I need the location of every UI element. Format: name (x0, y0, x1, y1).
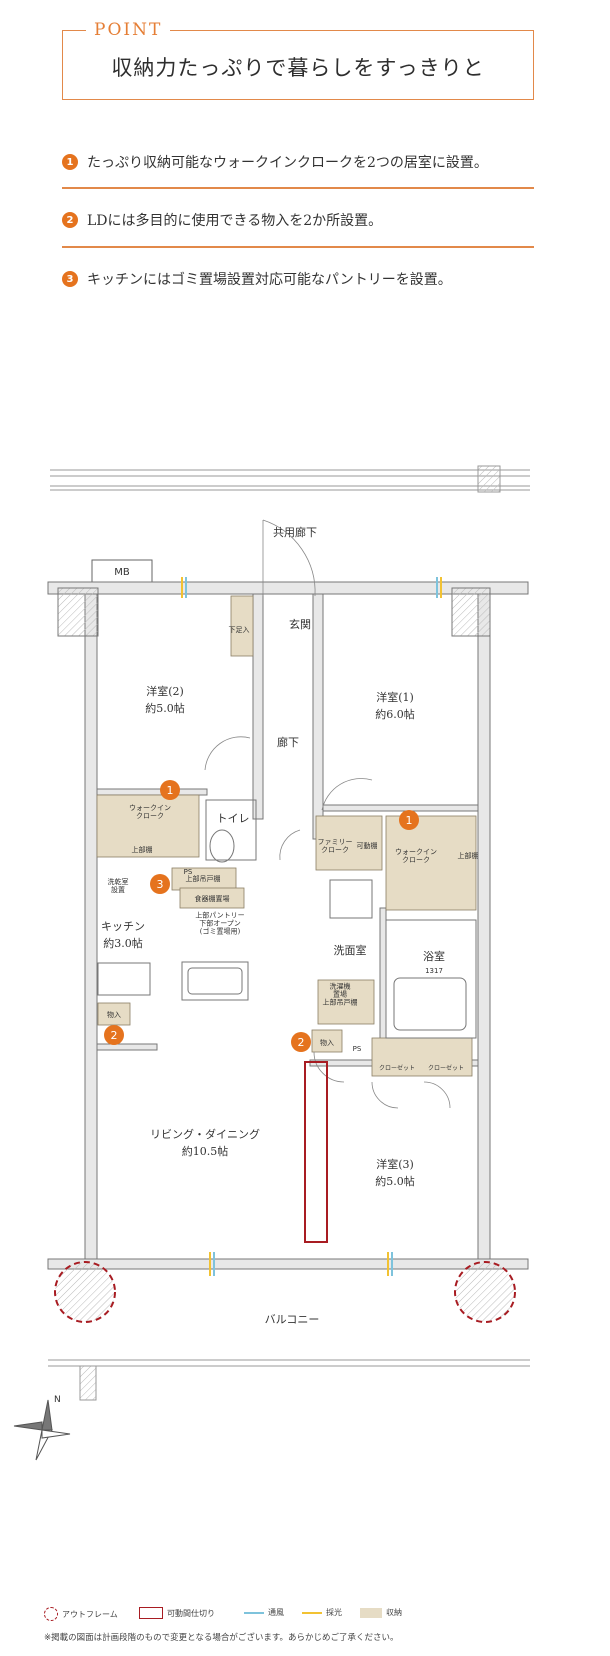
living-size: 約10.5帖 (182, 1144, 229, 1158)
doors (204, 519, 451, 1109)
corridor-label: 共用廊下 (273, 525, 317, 539)
balcony-label: バルコニー (265, 1313, 320, 1326)
point-title: 収納力たっぷりで暮らしをすっきりと (111, 56, 485, 80)
room3-size: 約5.0帖 (375, 1174, 415, 1188)
legend: アウトフレーム 可動間仕切り 通風 採光 収納 (44, 1607, 584, 1623)
divider-2 (62, 246, 534, 248)
point-text-2: LDには多目的に使用できる物入を2か所設置。 (87, 213, 383, 229)
disclaimer-note: ※掲載の図面は計画段階のもので変更となる場合がございます。あらかじめご了承くださ… (44, 1633, 399, 1643)
dishwasher-label: 洗乾室設置 (108, 877, 129, 894)
movable-partition (304, 1061, 328, 1243)
legend-light-label: 採光 (326, 1608, 342, 1617)
hallway-label: 廊下 (277, 735, 299, 749)
legend-movable-label: 可動間仕切り (167, 1608, 215, 1618)
pantry-label: 上部パントリー下部オープン(ゴミ置場用) (195, 910, 244, 935)
closet-label-2: クローゼット (428, 1064, 464, 1072)
room1-name: 洋室(1) (376, 690, 414, 704)
kitchen-name: キッチン (101, 920, 145, 933)
storage-kitchen-label: 物入 (107, 1010, 121, 1019)
point-item-1: 1 たっぷり収納可能なウォークインクロークを2つの居室に設置。 (62, 152, 534, 172)
point-number-2: 2 (62, 212, 78, 228)
point-item-2: 2 LDには多目的に使用できる物入を2か所設置。 (62, 210, 534, 230)
marker-1-left: 1 (167, 784, 174, 797)
compass-icon: N (13, 1395, 71, 1461)
marker-2-wash: 2 (298, 1036, 305, 1049)
outframe-swatch (44, 1607, 58, 1621)
marker-2-kitchen: 2 (111, 1029, 118, 1042)
movable-shelf-label: 可動棚 (357, 841, 378, 850)
washroom-label: 洗面室 (334, 943, 367, 957)
ventilation-swatch (244, 1611, 264, 1614)
upper-shelf-left: 上部棚 (132, 845, 153, 854)
marker-1-right: 1 (406, 814, 413, 827)
outframe-markers (54, 1261, 516, 1323)
legend-movable: 可動間仕切り (139, 1607, 215, 1619)
entrance-label: 玄関 (289, 617, 311, 631)
bath-size: 1317 (425, 967, 443, 975)
room2-size: 約5.0帖 (145, 701, 185, 715)
marker-3: 3 (157, 878, 164, 891)
legend-outframe-label: アウトフレーム (62, 1609, 118, 1619)
wic-left-label: ウォークインクローク (129, 804, 171, 820)
ps-label-lower: PS (353, 1045, 362, 1053)
legend-ventilation-label: 通風 (268, 1608, 284, 1617)
room2-name: 洋室(2) (146, 684, 184, 698)
closet-label-1: クローゼット (379, 1064, 415, 1072)
legend-outframe: アウトフレーム (44, 1607, 118, 1621)
room1-size: 約6.0帖 (375, 707, 415, 721)
washer-label: 洗濯機置場上部吊戸棚 (323, 981, 358, 1006)
storage-swatch (360, 1607, 382, 1618)
legend-storage-label: 収納 (386, 1608, 402, 1617)
legend-ventilation: 通風 (244, 1607, 284, 1618)
movable-swatch (139, 1607, 163, 1619)
toilet-label: トイレ (217, 812, 250, 825)
storage-wash-label: 物入 (320, 1038, 334, 1047)
point-item-3: 3 キッチンにはゴミ置場設置対応可能なパントリーを設置。 (62, 269, 534, 289)
point-text-1: たっぷり収納可能なウォークインクロークを2つの居室に設置。 (87, 155, 488, 171)
living-name: リビング・ダイニング (150, 1127, 260, 1141)
mb-label: MB (114, 567, 130, 578)
point-number-1: 1 (62, 154, 78, 170)
floor-plan: 共用廊下 MB (13, 465, 530, 1461)
corridor-rails (50, 465, 530, 493)
upper-shelf-right: 上部棚 (458, 851, 479, 860)
balcony-rails (48, 1359, 530, 1401)
light-swatch (302, 1611, 322, 1614)
point-frame (62, 30, 534, 100)
legend-storage: 収納 (360, 1607, 402, 1618)
plan-markers: 1 1 3 2 2 (104, 780, 419, 1052)
kitchen-size: 約3.0帖 (103, 936, 143, 950)
food-storage-label: 食器棚置場 (195, 894, 230, 903)
divider-1 (62, 187, 534, 189)
svg-text:N: N (54, 1395, 61, 1405)
room3-name: 洋室(3) (376, 1157, 414, 1171)
toilet-shelf-label: 上部吊戸棚 (186, 874, 221, 883)
legend-light: 採光 (302, 1607, 342, 1618)
window-markers (181, 577, 442, 1276)
fixtures (97, 799, 477, 1039)
point-tag: POINT (86, 20, 171, 40)
wic-right-label: ウォークインクローク (395, 848, 437, 864)
outer-walls (47, 581, 529, 1270)
point-text-3: キッチンにはゴミ置場設置対応可能なパントリーを設置。 (87, 272, 452, 288)
family-cloak-label: ファミリークローク (318, 838, 353, 854)
shoe-box-label: 下足入 (229, 626, 250, 634)
ps-label-upper: PS (184, 868, 193, 876)
storage-areas (96, 595, 477, 1077)
point-number-3: 3 (62, 271, 78, 287)
bath-name: 浴室 (423, 949, 445, 963)
